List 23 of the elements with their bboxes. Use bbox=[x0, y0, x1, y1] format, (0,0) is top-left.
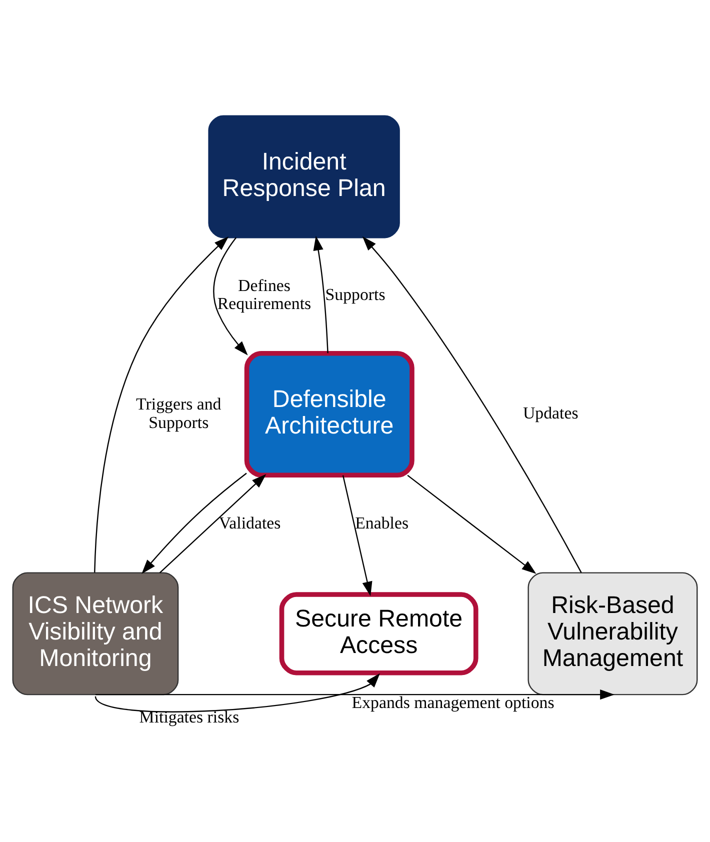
node-box: Secure Remote Access bbox=[279, 592, 478, 675]
arrow bbox=[94, 672, 380, 712]
node-box: ICS Network Visibility and Monitoring bbox=[12, 572, 179, 695]
node-box: Defensible Architecture bbox=[244, 350, 414, 478]
arrow bbox=[362, 236, 582, 572]
edge-label: Updates bbox=[522, 403, 578, 422]
arrow bbox=[95, 689, 615, 700]
edge-label: Triggers and Supports bbox=[136, 394, 222, 432]
node-box: Risk-Based Vulnerability Management bbox=[528, 572, 698, 695]
edge-label: Validates bbox=[218, 512, 281, 532]
edge-label: Enables bbox=[355, 512, 409, 532]
edge-label: Expands management options bbox=[352, 692, 554, 712]
arrow bbox=[213, 236, 248, 355]
arrow bbox=[142, 472, 247, 574]
arrow bbox=[407, 474, 536, 574]
edge-label: Supports bbox=[325, 284, 386, 304]
edge-label: Mitigates risks bbox=[139, 707, 240, 726]
arrow bbox=[342, 474, 372, 596]
arrow bbox=[94, 236, 229, 572]
edge-label: Defines Requirements bbox=[217, 275, 312, 312]
arrow bbox=[313, 235, 328, 353]
arrow bbox=[159, 474, 266, 573]
node-box: Incident Response Plan bbox=[208, 114, 400, 238]
